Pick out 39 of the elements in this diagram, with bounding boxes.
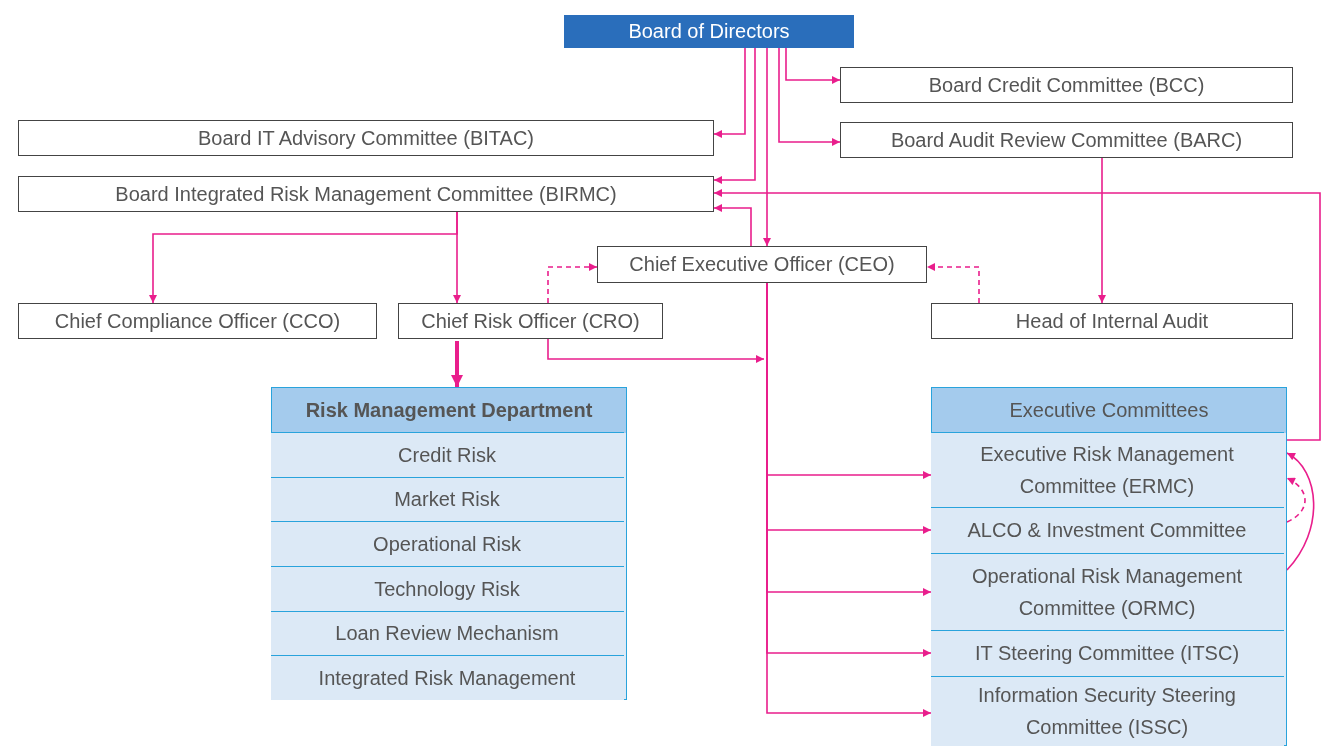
arrow — [451, 341, 463, 387]
arrow — [713, 204, 752, 247]
board-box: Board of Directors — [564, 15, 854, 48]
panel-row: Information Security Steering Committee (ISSC) — [930, 675, 1284, 746]
role-box: Chief Compliance Officer (CCO) — [18, 303, 377, 339]
role-box: Board Credit Committee (BCC) — [840, 67, 1293, 103]
arrow — [713, 47, 746, 138]
panel-row: IT Steering Committee (ITSC) — [930, 629, 1284, 676]
role-box: Chief Risk Officer (CRO) — [398, 303, 663, 339]
panel-row: Technology Risk — [270, 565, 624, 611]
panel-row: Integrated Risk Management — [270, 654, 624, 700]
arrow — [547, 338, 765, 363]
panel-row: Executive Risk Management Committee (ERMC) — [930, 431, 1284, 507]
department-panel — [931, 387, 1287, 746]
dashed-arrow — [926, 263, 980, 304]
arrow — [453, 211, 461, 304]
panel-row: Operational Risk — [270, 520, 624, 566]
arrow — [1286, 452, 1315, 571]
arrow — [785, 47, 841, 84]
arrow — [713, 47, 756, 184]
panel-row: Market Risk — [270, 476, 624, 521]
panel-row: Operational Risk Management Committee (ORMC) — [930, 552, 1284, 630]
panel-header: Executive Committees — [932, 388, 1286, 433]
department-panel — [271, 387, 627, 700]
arrow — [778, 47, 841, 146]
dashed-arrow — [547, 263, 598, 304]
panel-row: ALCO & Investment Committee — [930, 506, 1284, 553]
role-box: Board Audit Review Committee (BARC) — [840, 122, 1293, 158]
panel-header: Risk Management Department — [272, 388, 626, 433]
arrow — [713, 189, 1321, 441]
dashed-arrow — [1286, 477, 1306, 523]
arrow — [1098, 157, 1106, 304]
arrow — [763, 47, 771, 247]
role-box: Board Integrated Risk Management Committee (BIRMC) — [18, 176, 714, 212]
role-box: Board IT Advisory Committee (BITAC) — [18, 120, 714, 156]
role-box: Chief Executive Officer (CEO) — [597, 246, 927, 283]
role-box: Head of Internal Audit — [931, 303, 1293, 339]
panel-row: Loan Review Mechanism — [270, 610, 624, 655]
panel-row: Credit Risk — [270, 431, 624, 477]
